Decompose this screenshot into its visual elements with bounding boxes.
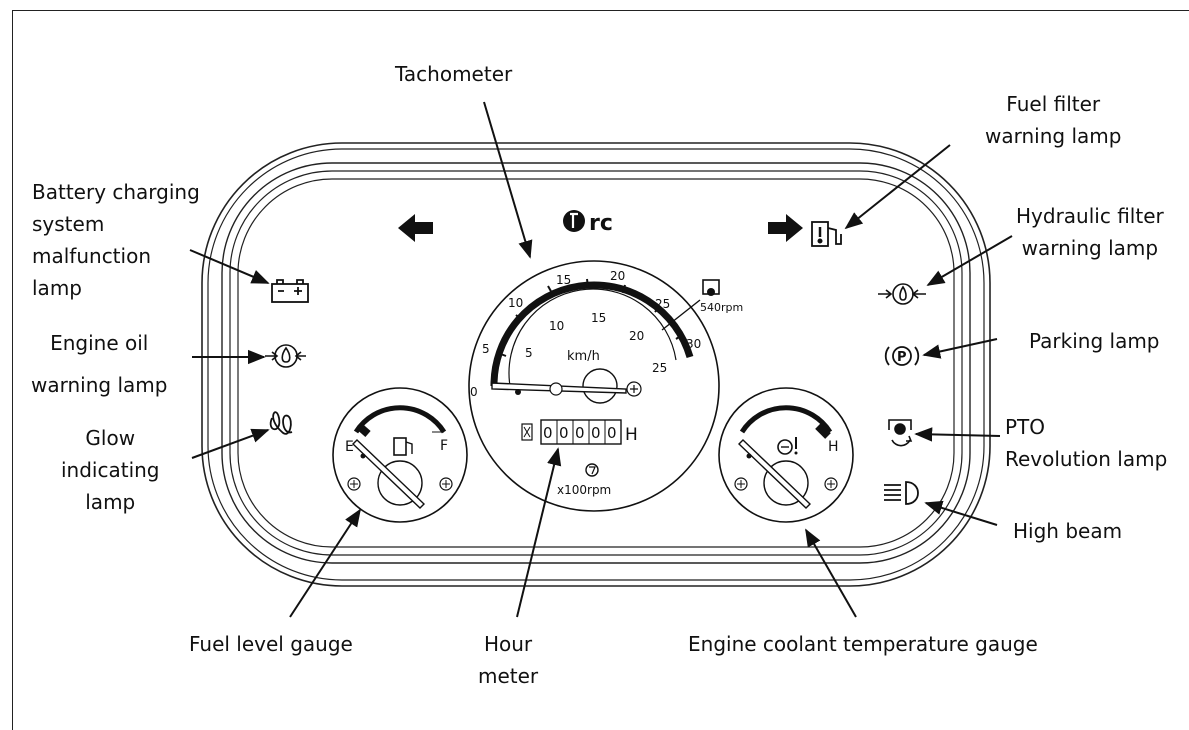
hour-digit: 0 [559, 424, 569, 442]
hour-digit: 0 [607, 424, 617, 442]
fuel-filter-lamp-icon [811, 221, 842, 247]
coolant-temperature-gauge: H [718, 387, 854, 523]
fuel-empty-label: E [345, 439, 354, 455]
hour-suffix: H [625, 425, 638, 445]
fuel-full-label: F [440, 438, 448, 454]
battery-lamp-icon [271, 279, 309, 303]
scale-label: 5 [525, 346, 533, 360]
label-fuel-filter-lamp: Fuel filter warning lamp [985, 92, 1122, 148]
high-beam-lamp-icon [884, 481, 919, 505]
label-tachometer: Tachometer [395, 62, 513, 86]
parking-leader [922, 338, 998, 359]
label-pto-lamp: PTO Revolution lamp [1005, 415, 1168, 471]
hydraulic-filter-leader [926, 235, 1013, 286]
instrument-panel-diagram: rc P [189, 101, 1013, 618]
glow-leader [191, 428, 270, 459]
scale-label: 25 [652, 361, 667, 375]
label-parking-lamp: Parking lamp [1029, 329, 1160, 353]
scale-label: 30 [686, 337, 701, 351]
scale-label: 20 [610, 269, 625, 283]
tachometer-dial: 0 5 10 15 20 25 30 5 10 15 20 25 km/h 54… [468, 260, 743, 512]
label-glow-lamp: Glow indicating lamp [61, 426, 160, 514]
label-fuel-level-gauge: Fuel level gauge [189, 632, 353, 656]
scale-label: 0 [470, 385, 478, 399]
hour-digit: 0 [543, 424, 553, 442]
parking-lamp-icon: P [884, 346, 920, 366]
panel-bezel [201, 142, 991, 587]
hydraulic-filter-lamp-icon [878, 283, 926, 305]
fuel-level-gauge: E F [332, 387, 468, 523]
svg-text:P: P [897, 350, 907, 365]
scale-label: 20 [629, 329, 644, 343]
glow-plug-lamp-icon [269, 411, 293, 435]
scale-label: 25 [655, 297, 670, 311]
pto-revolution-lamp-icon [888, 419, 913, 447]
label-high-beam: High beam [1013, 519, 1123, 543]
scale-label: 10 [549, 319, 564, 333]
logo-text: rc [589, 211, 613, 236]
engine-oil-lamp-icon [265, 344, 306, 368]
tachometer-leader [483, 101, 533, 259]
battery-leader [189, 249, 270, 284]
label-hydraulic-filter-lamp: Hydraulic filter warning lamp [1016, 204, 1164, 260]
scale-label: 5 [482, 342, 490, 356]
fuel-level-leader [289, 508, 361, 618]
hour-meter-leader [516, 447, 562, 618]
hour-digit: 0 [591, 424, 601, 442]
label-battery-lamp: Battery charging system malfunction lamp [32, 180, 200, 300]
label-hour-meter: Hour meter [478, 632, 539, 688]
scale-label: 15 [556, 273, 571, 287]
hour-digit: 0 [575, 424, 585, 442]
leader-lines [189, 101, 1013, 618]
left-turn-arrow-icon [398, 214, 433, 242]
speed-unit: km/h [567, 349, 600, 364]
label-engine-oil-lamp: Engine oil warning lamp [31, 331, 168, 397]
high-beam-leader [924, 500, 998, 526]
rpm-unit: x100rpm [557, 483, 611, 497]
scale-label: 15 [591, 311, 606, 325]
fuel-filter-leader [844, 144, 951, 230]
right-turn-arrow-icon [768, 214, 803, 242]
coolant-leader [805, 528, 857, 618]
pto-leader [914, 427, 1001, 442]
scale-label: 10 [508, 296, 523, 310]
figure-border [12, 10, 1189, 730]
label-coolant-gauge: Engine coolant temperature gauge [688, 632, 1038, 656]
temp-hot-label: H [828, 439, 839, 455]
brand-logo: rc [563, 210, 613, 236]
pto-rpm-label: 540rpm [700, 301, 743, 314]
